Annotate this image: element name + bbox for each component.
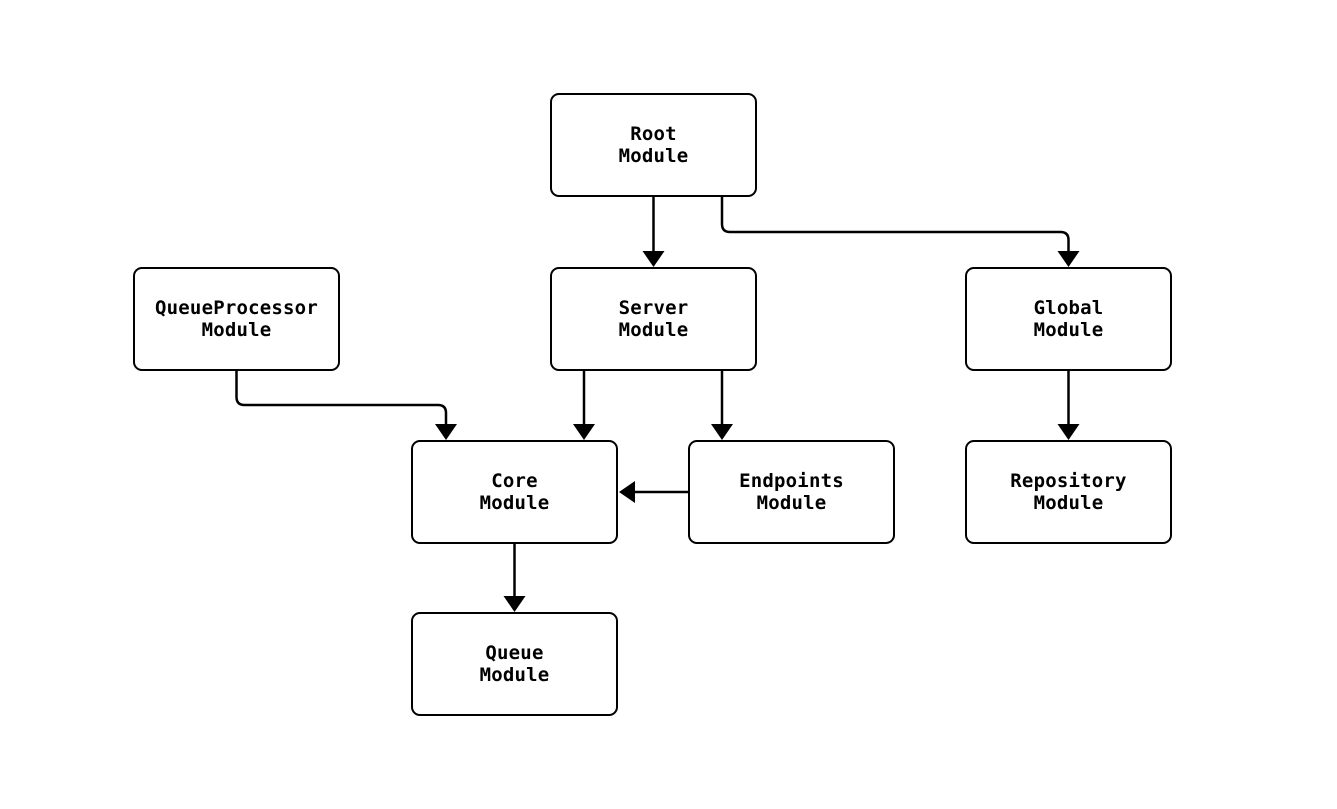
node-queue-module: Queue Module <box>411 612 618 716</box>
edge-queueprocessor-core <box>235 371 448 425</box>
node-label-line2: Module <box>756 492 827 514</box>
node-label-line2: Module <box>1033 492 1104 514</box>
arrowhead-root-server <box>642 251 665 267</box>
node-global-module: Global Module <box>965 267 1172 371</box>
arrowhead-server-endpoints <box>711 424 733 440</box>
node-label-line2: Module <box>479 492 550 514</box>
node-label-line2: Module <box>618 319 689 341</box>
node-label-line1: Repository <box>1010 470 1127 492</box>
node-label-line2: Module <box>201 319 272 341</box>
node-root-module: Root Module <box>550 93 757 197</box>
arrowhead-root-global <box>1057 251 1080 267</box>
node-label-line2: Module <box>1033 319 1104 341</box>
node-label-line1: Queue <box>485 642 544 664</box>
arrowhead-global-repository <box>1057 424 1080 440</box>
edge-root-global <box>720 197 1070 252</box>
arrowhead-queueprocessor-core <box>435 424 457 440</box>
node-endpoints-module: Endpoints Module <box>688 440 895 544</box>
node-label-line1: Server <box>618 297 689 319</box>
node-repository-module: Repository Module <box>965 440 1172 544</box>
node-label-line2: Module <box>479 664 550 686</box>
node-label-line1: Global <box>1033 297 1104 319</box>
node-server-module: Server Module <box>550 267 757 371</box>
arrowhead-core-queue <box>503 596 526 612</box>
node-queueprocessor-module: QueueProcessor Module <box>133 267 340 371</box>
node-label-line1: Endpoints <box>739 470 844 492</box>
node-label-line1: Root <box>630 123 677 145</box>
node-label-line2: Module <box>618 145 689 167</box>
node-core-module: Core Module <box>411 440 618 544</box>
node-label-line1: Core <box>491 470 538 492</box>
arrowhead-endpoints-core <box>619 481 635 503</box>
arrowhead-server-core <box>573 424 595 440</box>
node-label-line1: QueueProcessor <box>155 297 318 319</box>
